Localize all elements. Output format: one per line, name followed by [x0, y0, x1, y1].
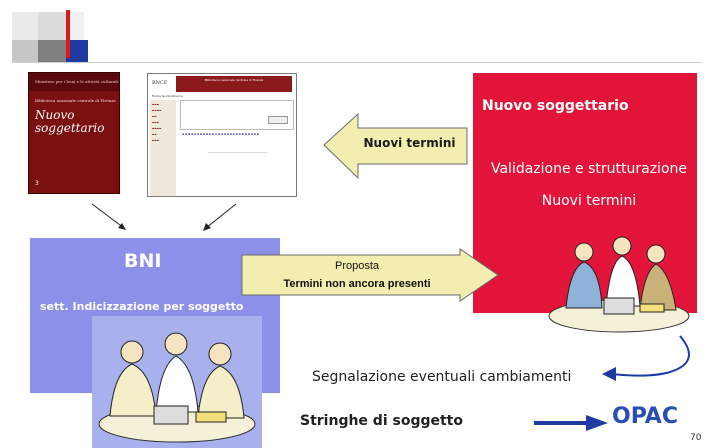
nuovi-termini-arrow	[323, 112, 468, 180]
website-nav: Home Guida Ricerca	[152, 94, 183, 98]
website-sidebar-line: ▬▬▬	[152, 103, 160, 106]
website-screenshot: BNCF Biblioteca nazionale centrale di Fi…	[147, 73, 297, 197]
nuovo-soggettario-title: Nuovo soggettario	[482, 98, 629, 114]
arrow-to-opac	[534, 415, 608, 431]
decor-square-6	[66, 12, 84, 40]
termini-non-presenti-label: Termini non ancora presenti	[283, 278, 431, 290]
nuovi-termini-text: Nuovi termini	[541, 193, 637, 209]
website-sidebar-line: ▬▬▬	[152, 139, 160, 142]
book-title-line1: Nuovo	[35, 108, 75, 122]
website-search-box	[180, 100, 294, 130]
people-meeting-clipart-right	[548, 236, 690, 333]
decor-vertical-red-line	[66, 10, 70, 58]
page-number: 70	[690, 433, 702, 443]
website-sidebar-line: ▬▬	[152, 133, 157, 136]
website-alphabet-links: ▪ ▪ ▪ ▪ ▪ ▪ ▪ ▪ ▪ ▪ ▪ ▪ ▪ ▪ ▪ ▪ ▪ ▪ ▪ ▪ …	[182, 132, 259, 136]
nuovi-termini-label: Nuovi termini	[363, 136, 456, 150]
stringhe-soggetto-label: Stringhe di soggetto	[300, 413, 463, 429]
feedback-curved-arrow	[602, 335, 690, 381]
book-title-line2: soggettario	[35, 121, 105, 135]
people-meeting-clipart-left	[98, 332, 256, 443]
website-header: Biblioteca nazionale centrale di Firenze	[176, 76, 292, 92]
segnalazione-text: Segnalazione eventuali cambiamenti	[312, 369, 572, 385]
book-publisher: Ministero per i beni e le attività cultu…	[35, 79, 118, 84]
website-sidebar-line: ▬▬	[152, 115, 157, 118]
website-sidebar-line: ▬▬▬	[152, 121, 160, 124]
website-sidebar-line: ▬▬▬▬	[152, 109, 162, 112]
nuovo-soggettario-book-cover: Ministero per i beni e le attività cultu…	[28, 72, 120, 194]
website-footer-text	[208, 152, 268, 161]
book-library: Biblioteca nazionale centrale di Firenze	[35, 98, 116, 103]
book-number: 3	[35, 180, 39, 187]
bni-subtitle: sett. Indicizzazione per soggetto	[40, 300, 244, 313]
decor-square-1	[12, 12, 38, 40]
proposta-label: Proposta	[334, 260, 380, 272]
decor-square-2	[38, 12, 66, 40]
website-search-button	[268, 116, 288, 124]
website-sidebar: ▬▬▬ ▬▬▬▬ ▬▬ ▬▬▬ ▬▬▬▬ ▬▬ ▬▬▬	[150, 100, 176, 196]
website-logo: BNCF	[152, 80, 168, 86]
decor-horizontal-line	[12, 62, 702, 63]
bni-title: BNI	[124, 250, 162, 272]
validazione-text: Validazione e strutturazione	[490, 161, 687, 177]
arrow-web-to-bni	[203, 203, 237, 231]
proposta-arrow	[241, 248, 499, 302]
website-sidebar-line: ▬▬▬▬	[152, 127, 162, 130]
decor-square-3	[12, 40, 38, 62]
arrow-book-to-bni	[91, 203, 126, 230]
decor-square-5	[66, 40, 88, 62]
opac-label: OPAC	[612, 404, 678, 429]
decor-square-4	[38, 40, 66, 62]
book-top-band	[29, 73, 119, 91]
